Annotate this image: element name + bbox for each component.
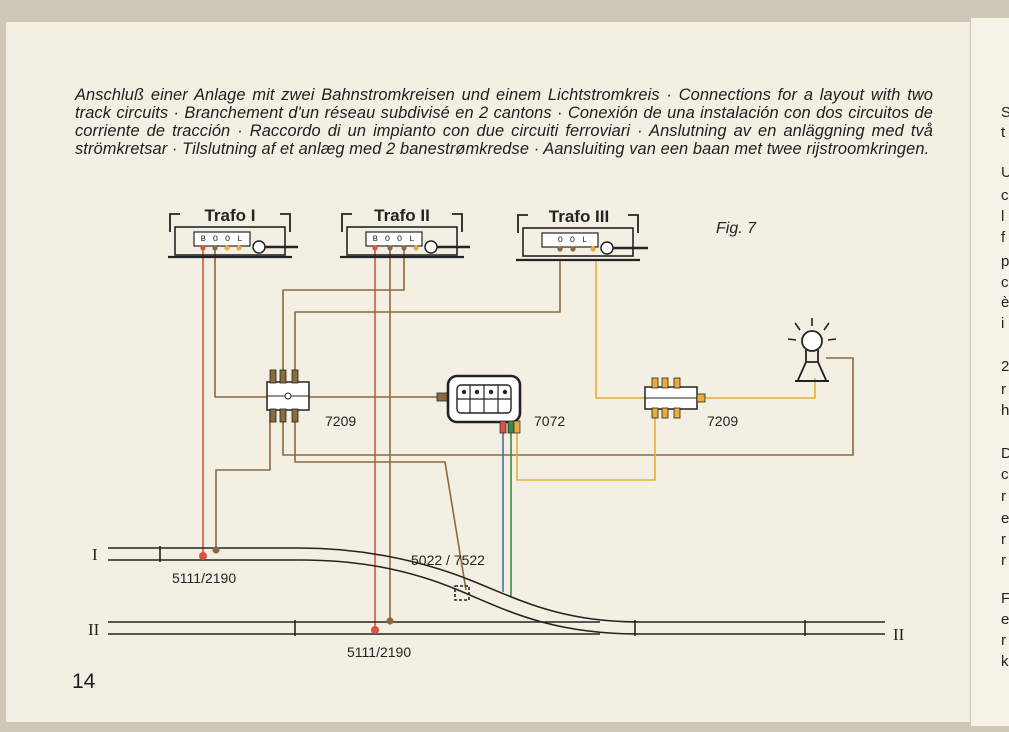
next-page-edge <box>970 18 1009 726</box>
edge-letter: 2 <box>1001 358 1009 375</box>
edge-letter: r <box>1001 552 1006 569</box>
edge-letter: p <box>1001 253 1009 270</box>
edge-letter: k <box>1001 653 1009 670</box>
edge-letter: c <box>1001 466 1009 483</box>
edge-letter: r <box>1001 531 1006 548</box>
edge-letter: U <box>1001 164 1009 181</box>
wire-brown-dist-turnout <box>294 415 467 591</box>
edge-letter: c <box>1001 274 1009 291</box>
track-2-label-left: II <box>88 620 100 639</box>
track-layout <box>108 546 885 636</box>
track-2-label-right: II <box>893 625 905 644</box>
track-2-brown-connector <box>386 617 394 625</box>
wire-yellow-lamp <box>705 378 816 399</box>
edge-letter: e <box>1001 611 1009 628</box>
distributor-right-label: 7209 <box>707 413 738 429</box>
figure-caption: Anschluß einer Anlage mit zwei Bahnstrom… <box>75 86 933 158</box>
trafo-1 <box>168 213 298 259</box>
trafo-3-label: Trafo III <box>549 207 609 226</box>
edge-letter: è <box>1001 294 1009 311</box>
distributor-left-label: 7209 <box>325 413 356 429</box>
switch-box-label: 7072 <box>534 413 565 429</box>
wire-brown-trafo1 <box>214 247 270 398</box>
trafo-2-label: Trafo II <box>374 206 430 225</box>
edge-letter: t <box>1001 124 1006 141</box>
lamp-icon <box>787 318 837 382</box>
connector-label-top: 5111/2190 <box>172 570 236 586</box>
edge-letter: c <box>1001 187 1009 204</box>
trafo-3 <box>516 214 648 262</box>
distributor-left <box>266 369 310 423</box>
wire-brown-trafo2-dist <box>282 247 405 372</box>
trafo-1-label: Trafo I <box>204 206 255 225</box>
page-number: 14 <box>72 670 96 693</box>
wires <box>202 247 854 630</box>
edge-letter: i <box>1001 315 1005 332</box>
wire-yellow-trafo3 <box>595 260 645 399</box>
trafo-3-terminals: O O L <box>558 235 589 245</box>
wire-brown-dist-lamp <box>282 357 854 456</box>
wire-yellow-switch <box>516 412 656 481</box>
connector-label-bottom: 5111/2190 <box>347 644 411 660</box>
edge-letter: S <box>1001 104 1009 121</box>
track-1-red-connector <box>199 552 207 560</box>
trafo-2-terminals: B O O L <box>373 234 416 244</box>
edge-letter: F <box>1001 590 1009 607</box>
track-2-red-connector <box>371 626 379 634</box>
edge-letter: e <box>1001 510 1009 527</box>
trafo-2 <box>340 213 470 259</box>
wire-brown-dist-track1 <box>215 405 271 552</box>
trafo-1-terminals: B O O L <box>201 234 244 244</box>
turnout-label: 5022 / 7522 <box>411 552 485 568</box>
track-1-brown-connector <box>212 546 220 554</box>
wire-brown-trafo3 <box>294 260 561 372</box>
edge-letter: r <box>1001 632 1006 649</box>
figure-label: Fig. 7 <box>716 220 757 237</box>
distributor-right <box>644 377 706 419</box>
edge-letter: r <box>1001 381 1006 398</box>
edge-letter: D <box>1001 445 1009 462</box>
track-1-label-left: I <box>92 545 98 564</box>
edge-letter: l <box>1001 208 1005 225</box>
switch-box <box>436 374 522 434</box>
edge-letter: r <box>1001 488 1006 505</box>
page-14 <box>6 22 970 722</box>
edge-letter: f <box>1001 229 1006 246</box>
edge-letter: h <box>1001 402 1009 419</box>
